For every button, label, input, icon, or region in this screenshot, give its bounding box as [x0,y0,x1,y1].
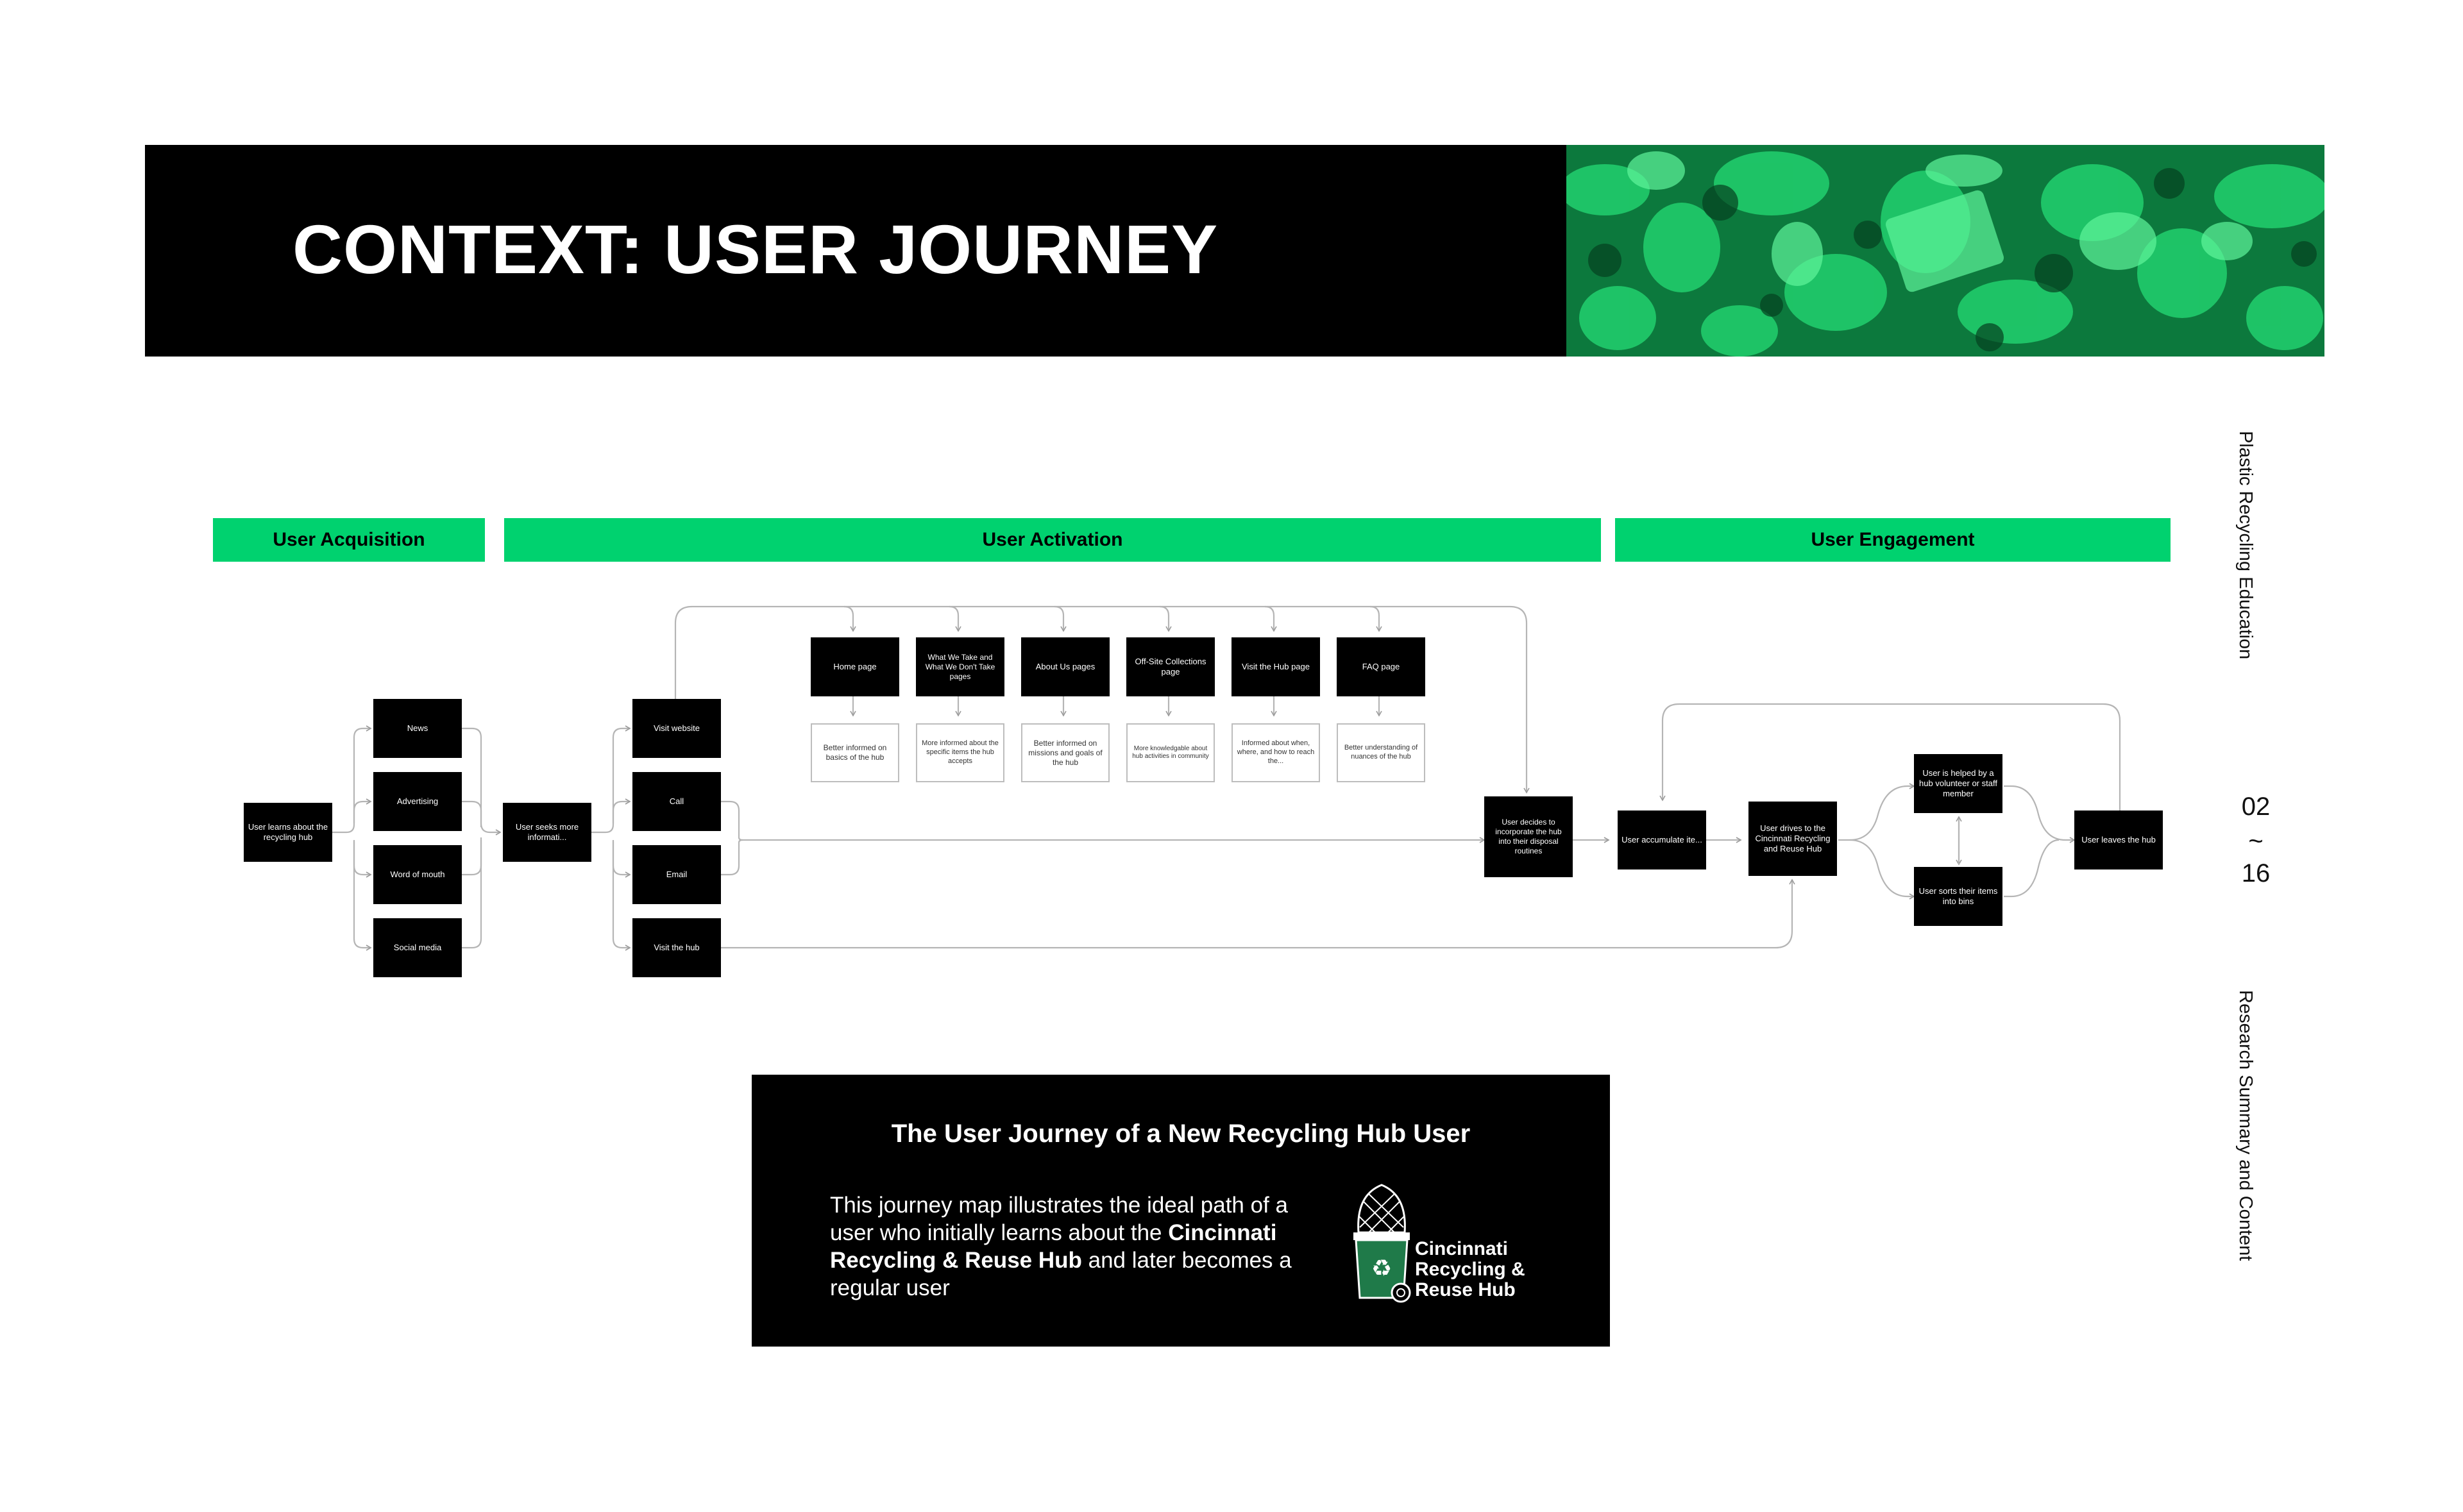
outcome-about-us: Better informed on missions and goals of… [1021,723,1110,782]
page-number-start: 02 [2235,793,2277,821]
node-user-sorts: User sorts their items into bins [1914,867,2002,926]
node-social-media: Social media [373,918,462,977]
logo-line-3: Reuse Hub [1415,1280,1550,1300]
outcome-what-we-take: More informed about the specific items t… [916,723,1004,782]
outcome-visit-hub-page: Informed about when, where, and how to r… [1232,723,1320,782]
node-user-learns: User learns about the recycling hub [244,803,332,862]
node-what-we-take-pages: What We Take and What We Don't Take page… [916,637,1004,696]
node-call: Call [632,772,721,831]
node-about-us-pages: About Us pages [1021,637,1110,696]
node-user-drives: User drives to the Cincinnati Recycling … [1748,802,1837,876]
node-user-leaves: User leaves the hub [2074,811,2163,869]
logo-line-1: Cincinnati [1415,1239,1550,1259]
page-number-end: 16 [2235,859,2277,888]
node-visit-the-hub-page: Visit the Hub page [1232,637,1320,696]
info-description: This journey map illustrates the ideal p… [830,1191,1317,1302]
node-news: News [373,699,462,758]
info-title: The User Journey of a New Recycling Hub … [752,1120,1610,1148]
node-home-page: Home page [811,637,899,696]
outcome-off-site: More knowledgable about hub activities i… [1126,723,1215,782]
node-email: Email [632,845,721,904]
node-user-helped: User is helped by a hub volunteer or sta… [1914,754,2002,813]
node-user-seeks: User seeks more informati... [503,803,591,862]
page-number-separator: ~ [2235,827,2277,856]
logo-line-2: Recycling & [1415,1259,1550,1280]
svg-text:♻: ♻ [1371,1256,1392,1282]
recycling-bin-logo-icon: ♻ [1350,1182,1414,1304]
outcome-faq: Better understanding of nuances of the h… [1337,723,1425,782]
node-advertising: Advertising [373,772,462,831]
node-off-site-collections-page: Off-Site Collections page [1126,637,1215,696]
node-visit-website: Visit website [632,699,721,758]
sidebar-topic: Plastic Recycling Education [2235,431,2256,659]
node-faq-page: FAQ page [1337,637,1425,696]
hub-logo-text: Cincinnati Recycling & Reuse Hub [1415,1239,1550,1300]
sidebar-section: Research Summary and Content [2235,990,2256,1261]
outcome-home-page: Better informed on basics of the hub [811,723,899,782]
node-user-accumulate: User accumulate ite... [1618,811,1706,869]
node-user-decides: User decides to incorporate the hub into… [1484,796,1573,877]
node-word-of-mouth: Word of mouth [373,845,462,904]
node-visit-the-hub: Visit the hub [632,918,721,977]
